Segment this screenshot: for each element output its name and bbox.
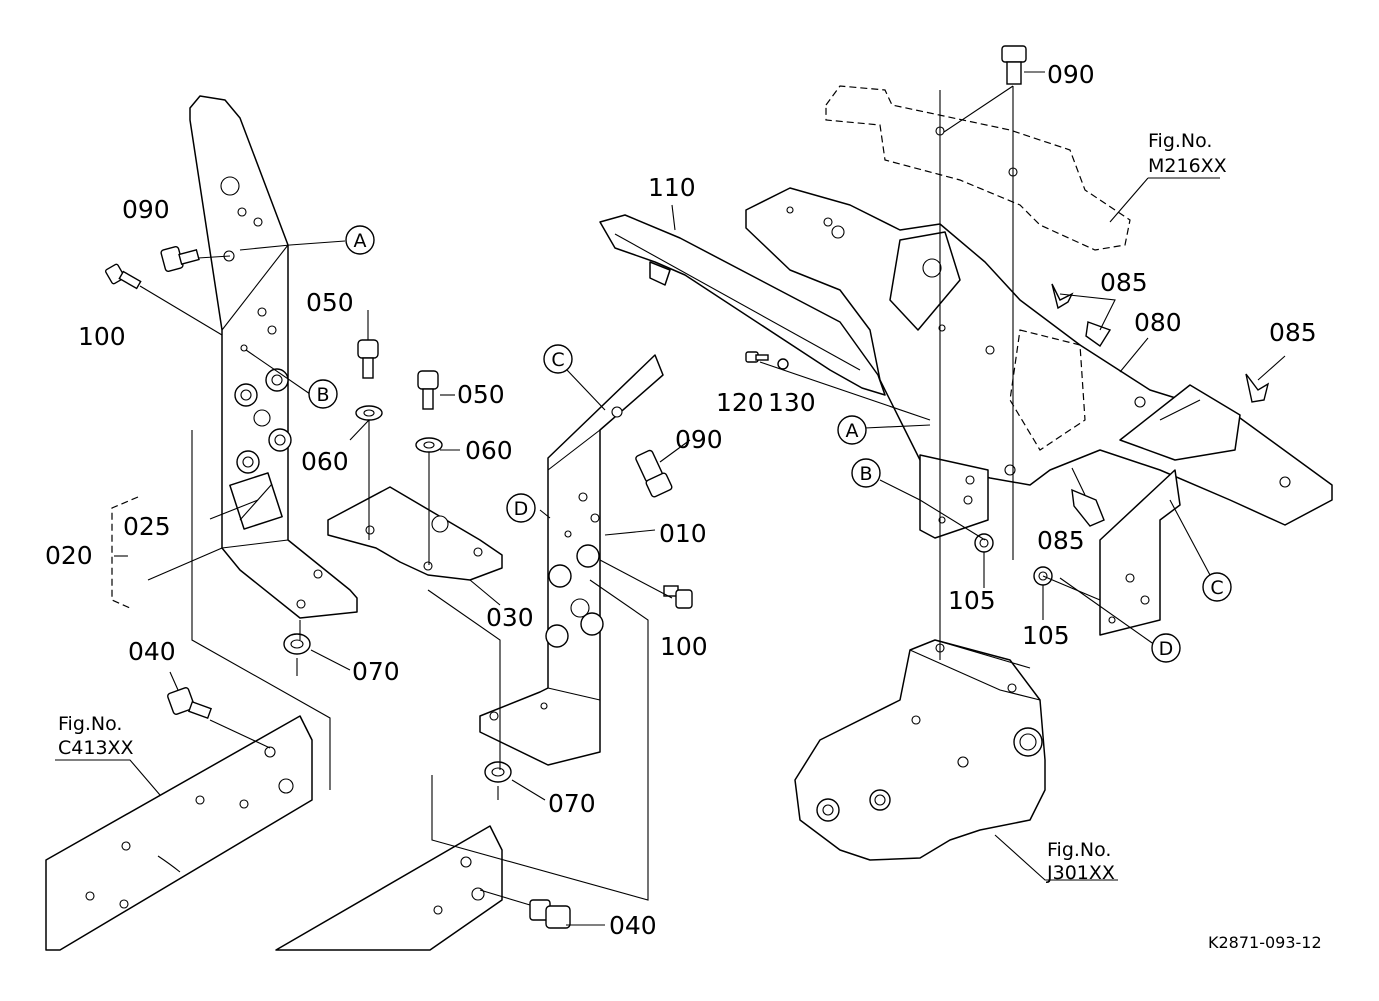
callout-a-right: A (846, 420, 859, 442)
part-label-060-left: 060 (301, 447, 349, 476)
part-label-120: 120 (716, 388, 764, 417)
part-label-040-left: 040 (128, 637, 176, 666)
callout-circle-c-left (543, 344, 573, 374)
part-label-025: 025 (123, 512, 171, 541)
part-label-050-left: 050 (306, 288, 354, 317)
callout-circle-b-left (308, 379, 338, 409)
left-bracket (189, 95, 358, 619)
main-frame-080 (745, 187, 1333, 526)
part-label-085-top: 085 (1100, 268, 1148, 297)
transmission-housing (794, 639, 1046, 861)
part-label-085-right: 085 (1269, 318, 1317, 347)
figure-references: Fig.No. M216XX Fig.No. C413XX Fig.No. J3… (58, 130, 1227, 884)
part-label-090-mid: 090 (675, 425, 723, 454)
part-label-130: 130 (768, 388, 816, 417)
part-label-060-right: 060 (465, 436, 513, 465)
callout-a-left: A (354, 230, 367, 252)
callout-c-right: C (1210, 577, 1223, 599)
part-label-105-left: 105 (948, 586, 996, 615)
callout-circle-b-right (851, 458, 881, 488)
right-bracket (479, 354, 664, 766)
part-label-110: 110 (648, 173, 696, 202)
fig-ref-c413-line2: C413XX (58, 737, 134, 759)
callout-circle-d-left (506, 493, 536, 523)
part-label-070-right: 070 (548, 789, 596, 818)
callout-c-left: C (551, 349, 564, 371)
callout-circle-d-right (1151, 633, 1181, 663)
part-label-105-right: 105 (1022, 621, 1070, 650)
part-label-040-right: 040 (609, 911, 657, 940)
callout-circle-c-right (1202, 572, 1232, 602)
part-label-030: 030 (486, 603, 534, 632)
part-label-010: 010 (659, 519, 707, 548)
drawing-id: K2871-093-12 (1208, 933, 1322, 952)
part-label-050-right: 050 (457, 380, 505, 409)
fig-ref-m216-line1: Fig.No. (1148, 130, 1212, 152)
fig-ref-c413-line1: Fig.No. (58, 713, 122, 735)
part-label-100-left: 100 (78, 322, 126, 351)
part-label-020: 020 (45, 541, 93, 570)
part-label-085-bottom: 085 (1037, 526, 1085, 555)
callout-b-right: B (859, 463, 872, 485)
part-label-090-top: 090 (1047, 60, 1095, 89)
spacer-plate (327, 486, 503, 581)
callout-d-right: D (1159, 638, 1174, 660)
part-label-090-left: 090 (122, 195, 170, 224)
lower-brackets (919, 454, 1181, 636)
fig-ref-m216-line2: M216XX (1148, 155, 1227, 177)
lever-rod-110 (599, 214, 886, 396)
fig-ref-j301-line1: Fig.No. (1047, 839, 1111, 861)
callout-circles (308, 225, 1232, 663)
callout-circle-a-left (345, 225, 375, 255)
callout-circle-a-right (837, 415, 867, 445)
part-label-080: 080 (1134, 308, 1182, 337)
fig-ref-j301-line2: J301XX (1046, 862, 1115, 884)
part-label-100-mid: 100 (660, 632, 708, 661)
part-labels: 090 090 100 050 050 060 060 025 020 030 … (45, 60, 1317, 940)
part-label-070-left: 070 (352, 657, 400, 686)
callout-b-left: B (316, 384, 329, 406)
leader-lines (55, 71, 1286, 926)
callout-d-left: D (514, 498, 529, 520)
callout-letters: A B C D A B C D (316, 230, 1223, 660)
